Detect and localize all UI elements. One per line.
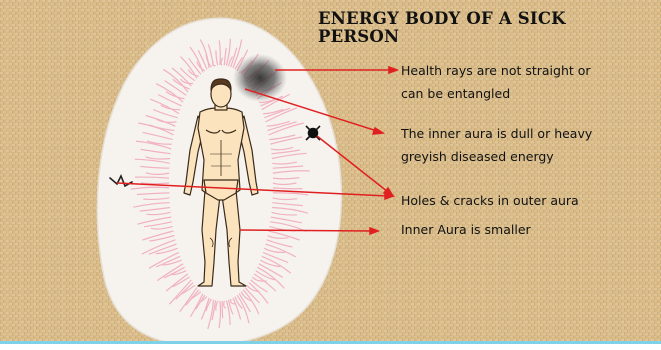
callout-line: greyish diseased energy (401, 149, 554, 164)
callout-line: can be entangled (401, 86, 510, 101)
callout-line: The inner aura is dull or heavy (401, 126, 592, 141)
diseased-blotch-icon (233, 54, 287, 102)
bottom-accent-strip (0, 341, 661, 344)
callout-inner-aura-smaller: Inner Aura is smaller (401, 218, 531, 241)
callout-line: Inner Aura is smaller (401, 222, 531, 237)
callout-inner-aura-dull: The inner aura is dull or heavy greyish d… (401, 122, 592, 168)
slide-title: ENERGY BODY OF A SICK PERSON (318, 10, 618, 46)
callout-line: Holes & cracks in outer aura (401, 193, 579, 208)
dark-spot-icon (306, 126, 320, 140)
callout-health-rays: Health rays are not straight or can be en… (401, 59, 591, 105)
callout-line: Health rays are not straight or (401, 63, 591, 78)
callout-holes-cracks: Holes & cracks in outer aura (401, 189, 579, 212)
aura-ray (222, 301, 223, 318)
aura-ray (141, 183, 169, 184)
